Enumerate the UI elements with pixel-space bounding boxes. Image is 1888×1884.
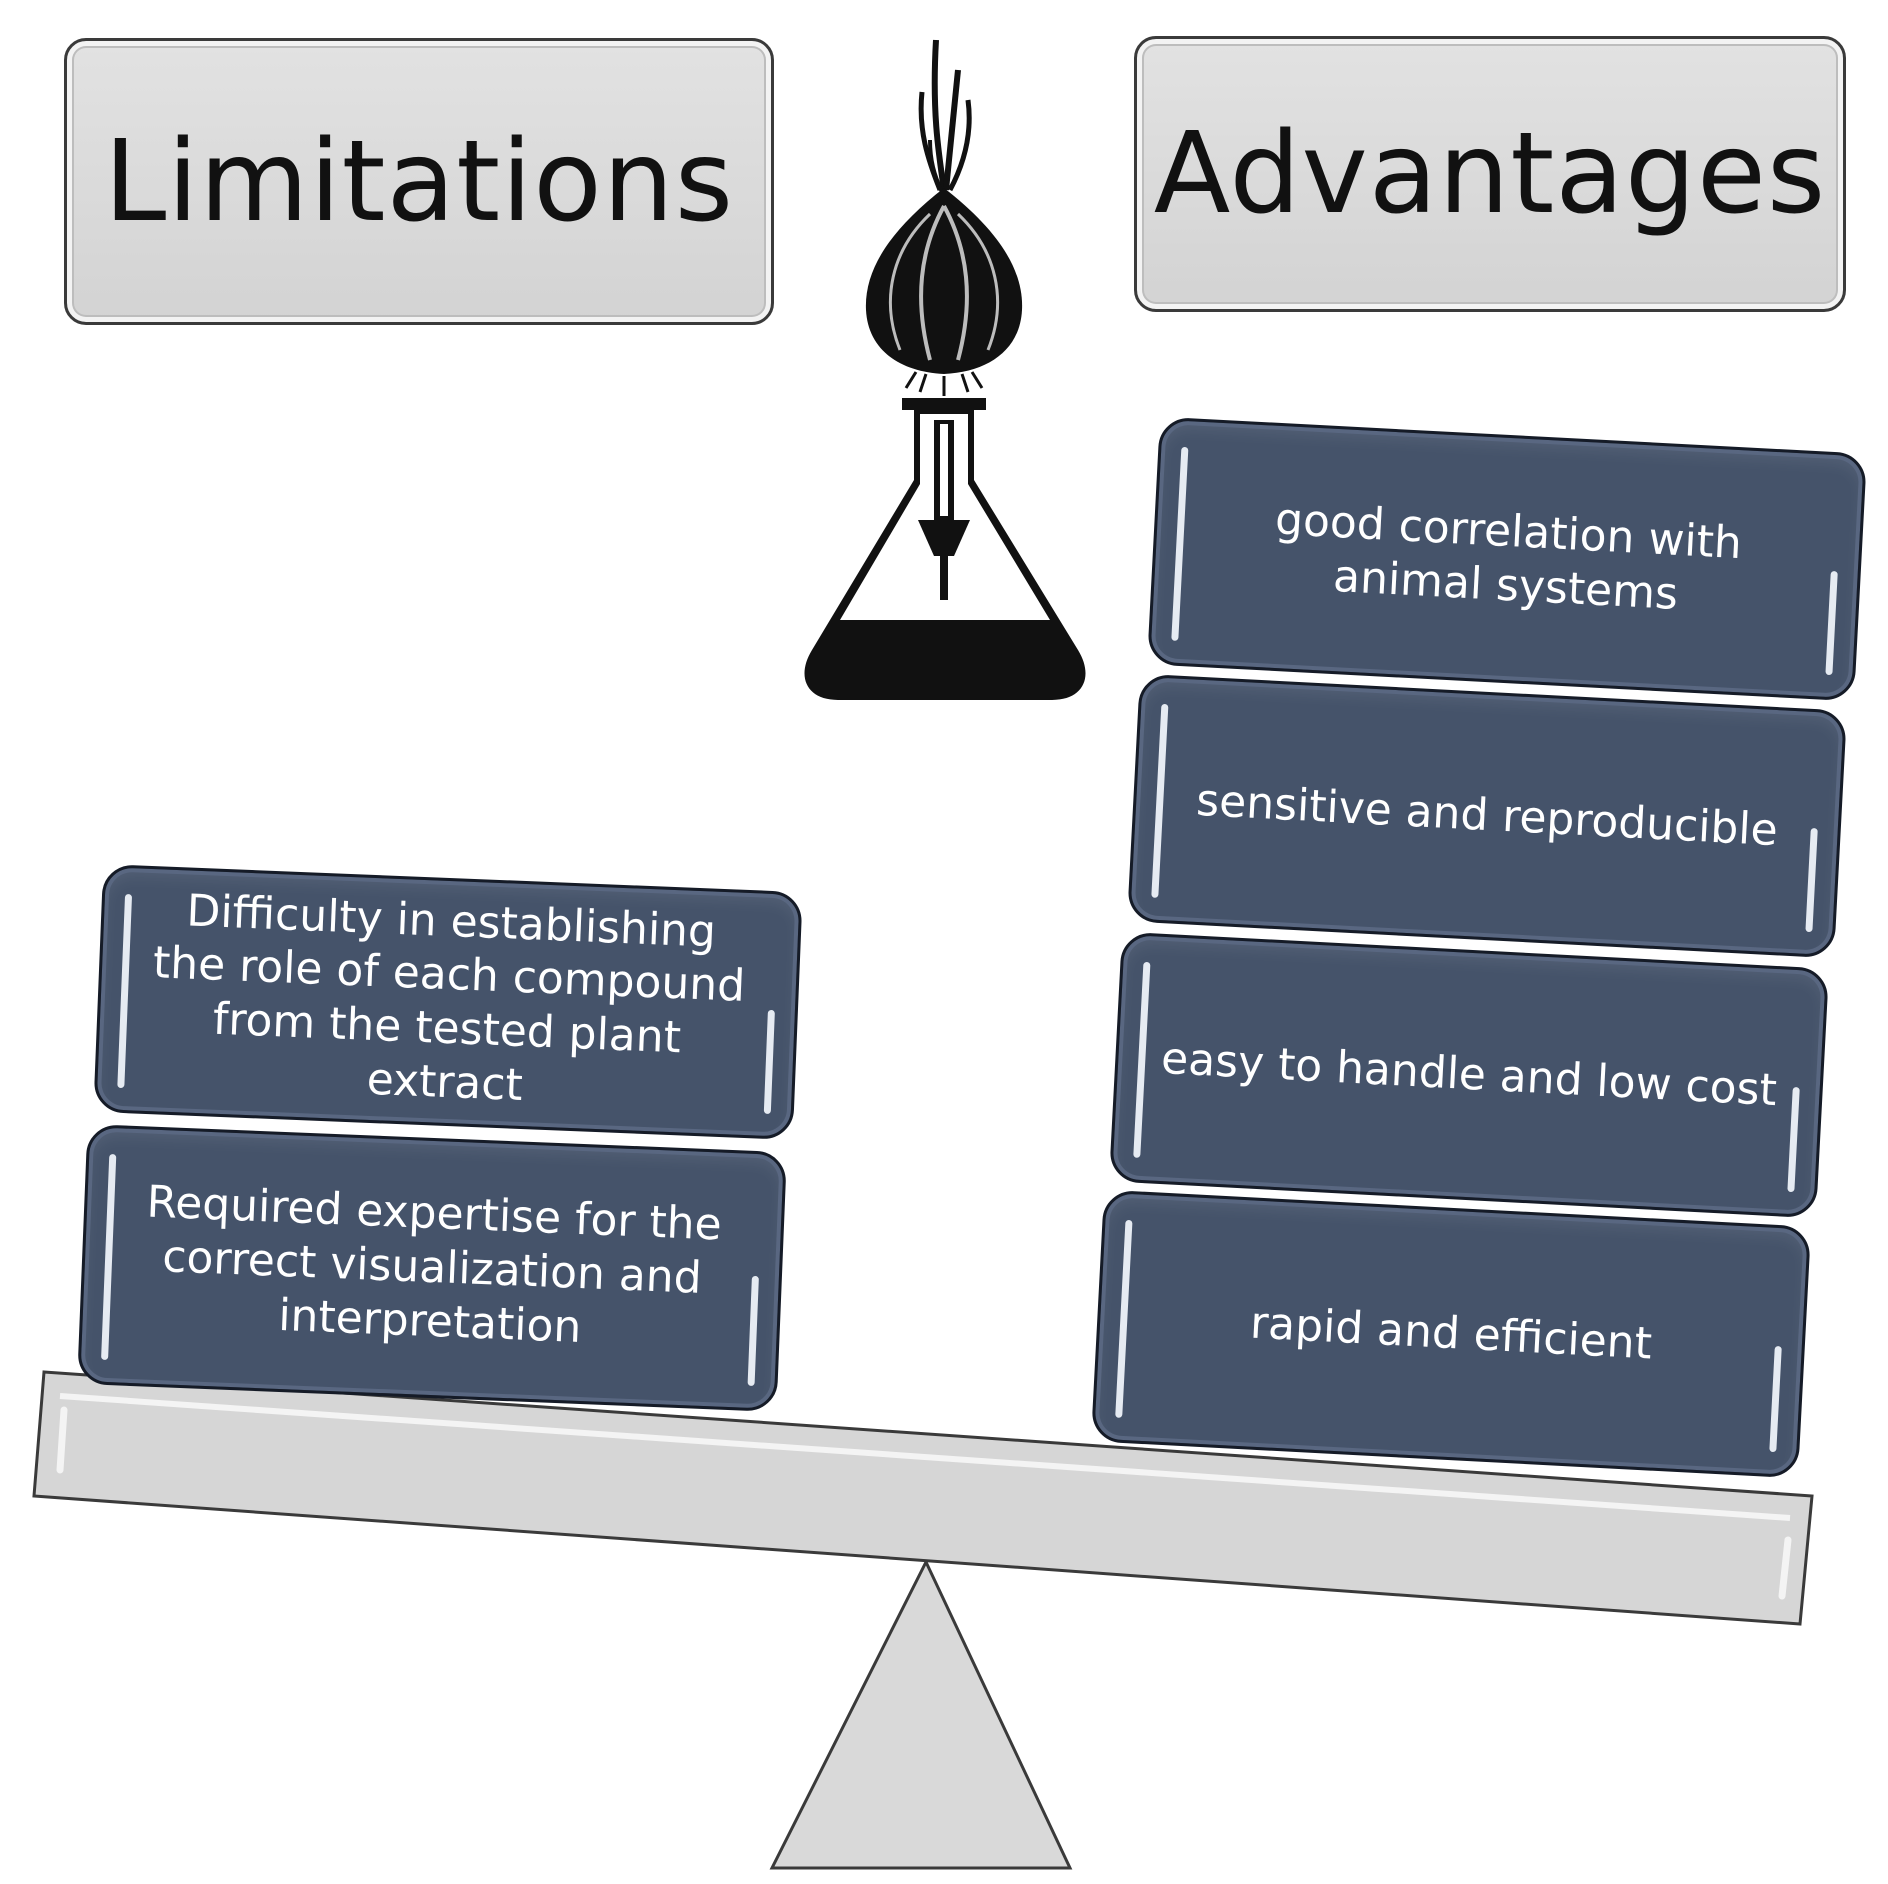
advantage-text: good correlation with animal systems bbox=[1273, 494, 1743, 620]
advantage-card: sensitive and reproducible bbox=[1126, 673, 1848, 959]
limitations-header: Limitations bbox=[64, 38, 774, 325]
advantage-text: rapid and efficient bbox=[1248, 1297, 1654, 1370]
balance-fulcrum bbox=[769, 1558, 1073, 1870]
advantage-text: easy to handle and low cost bbox=[1159, 1033, 1779, 1117]
advantage-card: easy to handle and low cost bbox=[1108, 931, 1830, 1219]
limitation-text: Required expertise for the correct visua… bbox=[145, 1177, 723, 1353]
limitation-text: Difficulty in establishing the role of e… bbox=[152, 885, 747, 1111]
balance-beam bbox=[32, 1370, 1814, 1626]
advantages-header: Advantages bbox=[1134, 36, 1846, 312]
advantage-card: rapid and efficient bbox=[1090, 1189, 1812, 1479]
advantage-card: good correlation with animal systems bbox=[1146, 416, 1868, 702]
limitation-card: Difficulty in establishing the role of e… bbox=[93, 864, 803, 1140]
flask-icon bbox=[804, 398, 1086, 700]
limitation-card: Required expertise for the correct visua… bbox=[77, 1124, 787, 1412]
onion-icon bbox=[865, 39, 1023, 396]
advantage-text: sensitive and reproducible bbox=[1195, 774, 1779, 857]
